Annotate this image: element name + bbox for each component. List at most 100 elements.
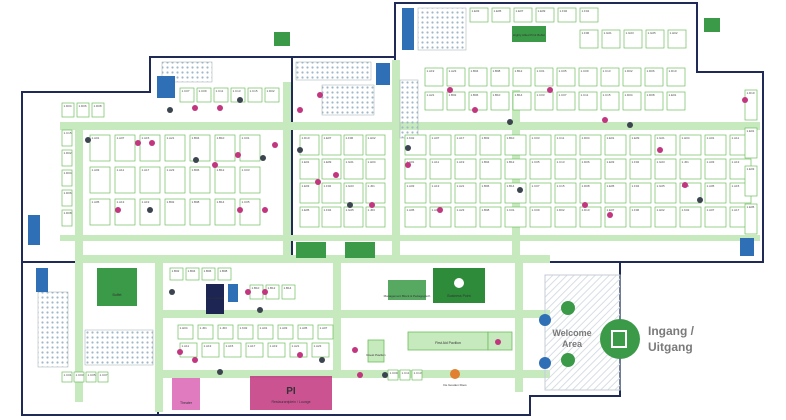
info-sign-4[interactable] bbox=[740, 238, 754, 256]
roest-pavilion-block[interactable] bbox=[367, 339, 385, 363]
booth[interactable] bbox=[479, 158, 502, 180]
welcome-arrow-1[interactable] bbox=[539, 314, 551, 326]
toilet-sign-mid-right[interactable] bbox=[345, 242, 375, 258]
booth-marker[interactable] bbox=[369, 202, 375, 208]
booth[interactable] bbox=[139, 134, 161, 162]
booth[interactable] bbox=[257, 324, 274, 340]
booth[interactable] bbox=[554, 134, 577, 156]
booth-marker[interactable] bbox=[272, 142, 278, 148]
booth[interactable] bbox=[654, 182, 677, 204]
booth[interactable] bbox=[61, 371, 73, 383]
booth[interactable] bbox=[214, 198, 236, 226]
booth[interactable] bbox=[61, 102, 75, 118]
booth[interactable] bbox=[622, 91, 642, 111]
booth[interactable] bbox=[89, 198, 111, 226]
booth[interactable] bbox=[429, 206, 452, 228]
booth[interactable] bbox=[185, 267, 200, 281]
booth[interactable] bbox=[311, 342, 330, 358]
booth[interactable] bbox=[529, 158, 552, 180]
booth-marker[interactable] bbox=[212, 162, 218, 168]
booth[interactable] bbox=[744, 127, 758, 159]
booth-marker[interactable] bbox=[582, 202, 588, 208]
booth[interactable] bbox=[343, 134, 364, 156]
booth-marker[interactable] bbox=[260, 155, 266, 161]
booth[interactable] bbox=[424, 67, 444, 87]
booth-marker[interactable] bbox=[495, 339, 501, 345]
booth[interactable] bbox=[399, 369, 411, 381]
booth-marker[interactable] bbox=[147, 207, 153, 213]
booth[interactable] bbox=[604, 134, 627, 156]
booth-marker[interactable] bbox=[607, 212, 613, 218]
booth[interactable] bbox=[578, 67, 598, 87]
booth[interactable] bbox=[529, 134, 552, 156]
booth-marker[interactable] bbox=[547, 87, 553, 93]
booth-marker[interactable] bbox=[149, 140, 155, 146]
booth[interactable] bbox=[404, 206, 427, 228]
info-sign-3[interactable] bbox=[376, 63, 390, 85]
booth[interactable] bbox=[579, 182, 602, 204]
booth[interactable] bbox=[424, 91, 444, 111]
booth[interactable] bbox=[321, 182, 342, 204]
booth[interactable] bbox=[213, 87, 229, 103]
booth[interactable] bbox=[504, 206, 527, 228]
booth[interactable] bbox=[239, 134, 261, 162]
booth[interactable] bbox=[365, 182, 386, 204]
booth[interactable] bbox=[179, 87, 195, 103]
booth-marker[interactable] bbox=[517, 187, 523, 193]
booth[interactable] bbox=[579, 206, 602, 228]
booth[interactable] bbox=[164, 198, 186, 226]
booth[interactable] bbox=[196, 87, 212, 103]
booth[interactable] bbox=[343, 206, 364, 228]
booth[interactable] bbox=[365, 206, 386, 228]
booth-marker[interactable] bbox=[217, 105, 223, 111]
booth[interactable] bbox=[343, 182, 364, 204]
booth[interactable] bbox=[629, 182, 652, 204]
booth[interactable] bbox=[600, 91, 620, 111]
booth-marker[interactable] bbox=[315, 179, 321, 185]
booth[interactable] bbox=[534, 91, 554, 111]
navy-demo-block[interactable] bbox=[206, 284, 224, 314]
booth[interactable] bbox=[114, 134, 136, 162]
booth[interactable] bbox=[114, 198, 136, 226]
booth-marker[interactable] bbox=[262, 207, 268, 213]
booth[interactable] bbox=[189, 166, 211, 194]
booth-marker[interactable] bbox=[235, 152, 241, 158]
booth[interactable] bbox=[61, 169, 73, 187]
booth[interactable] bbox=[744, 89, 758, 121]
booth[interactable] bbox=[704, 206, 727, 228]
booth[interactable] bbox=[468, 67, 488, 87]
booth[interactable] bbox=[217, 267, 232, 281]
booth-marker[interactable] bbox=[297, 147, 303, 153]
booth[interactable] bbox=[365, 134, 386, 156]
booth-marker[interactable] bbox=[297, 352, 303, 358]
booth-marker[interactable] bbox=[115, 207, 121, 213]
booth[interactable] bbox=[666, 91, 686, 111]
toilet-sign-top[interactable] bbox=[274, 32, 290, 46]
booth[interactable] bbox=[267, 342, 286, 358]
booth[interactable] bbox=[214, 166, 236, 194]
booth-marker[interactable] bbox=[437, 207, 443, 213]
booth-marker[interactable] bbox=[347, 202, 353, 208]
booth[interactable] bbox=[491, 7, 511, 23]
booth[interactable] bbox=[446, 91, 466, 111]
booth-marker[interactable] bbox=[742, 97, 748, 103]
booth[interactable] bbox=[429, 134, 452, 156]
booth[interactable] bbox=[490, 91, 510, 111]
booth[interactable] bbox=[299, 158, 320, 180]
booth[interactable] bbox=[604, 158, 627, 180]
booth[interactable] bbox=[479, 134, 502, 156]
restaurant-block[interactable] bbox=[250, 376, 332, 410]
booth[interactable] bbox=[529, 206, 552, 228]
booth[interactable] bbox=[91, 102, 105, 118]
booth[interactable] bbox=[513, 7, 533, 23]
booth-marker[interactable] bbox=[192, 357, 198, 363]
booth[interactable] bbox=[164, 166, 186, 194]
booth[interactable] bbox=[704, 182, 727, 204]
booth[interactable] bbox=[744, 203, 758, 235]
booth[interactable] bbox=[512, 67, 532, 87]
booth[interactable] bbox=[534, 67, 554, 87]
booth-marker[interactable] bbox=[177, 349, 183, 355]
booth[interactable] bbox=[97, 371, 109, 383]
booth[interactable] bbox=[404, 134, 427, 156]
booth[interactable] bbox=[556, 67, 576, 87]
